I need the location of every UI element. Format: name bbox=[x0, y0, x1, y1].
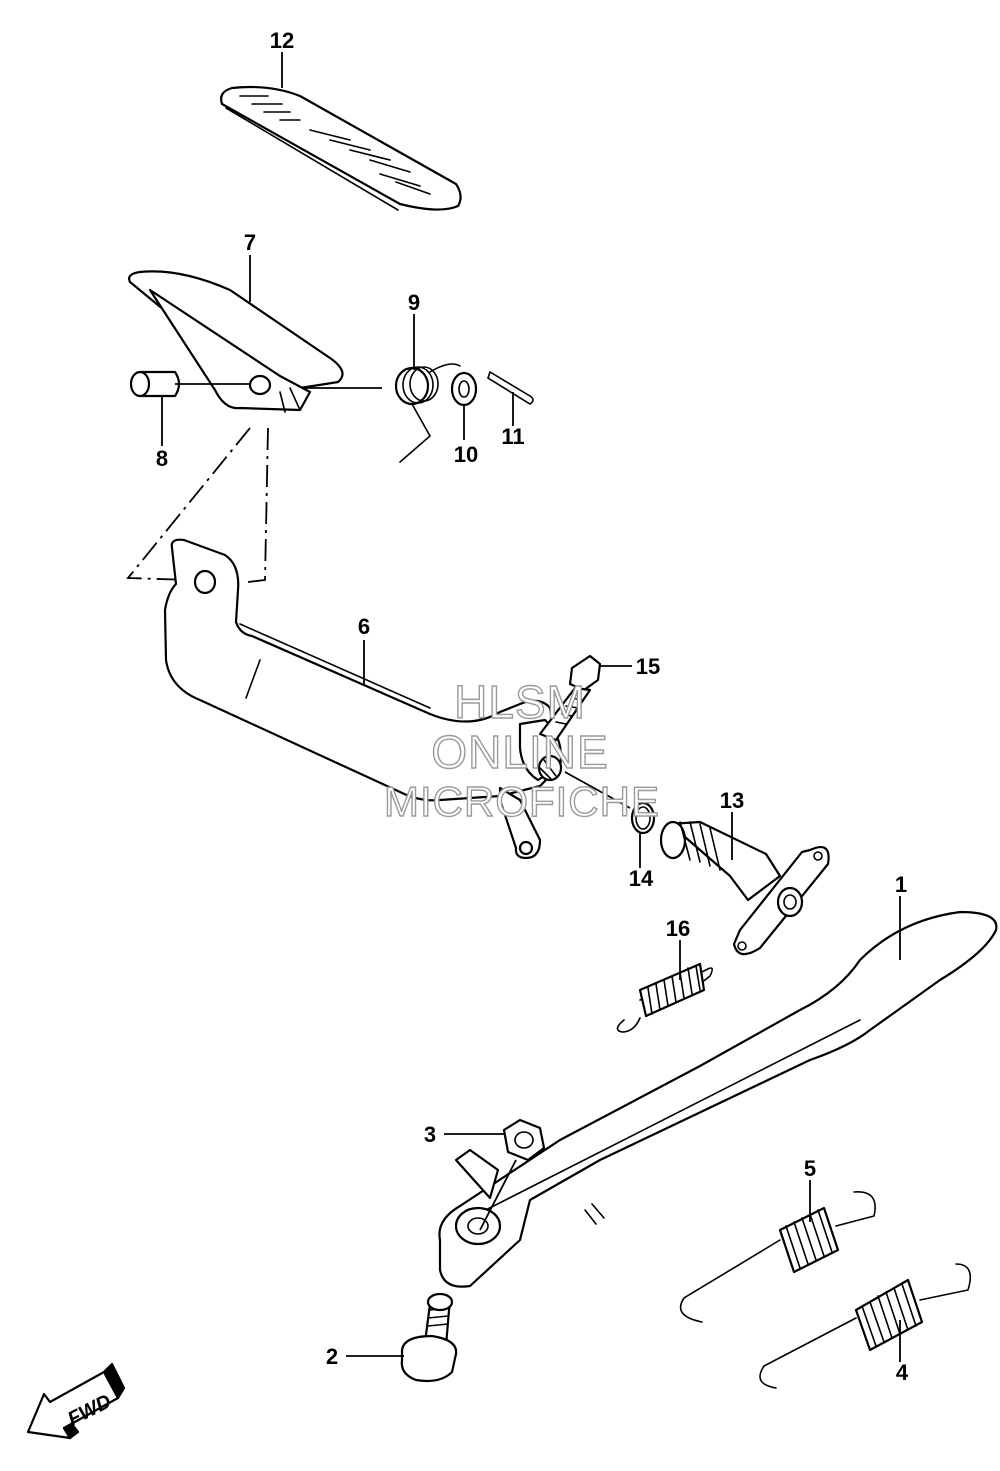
part-5-stand-spring[interactable] bbox=[679, 1191, 876, 1323]
part-11-cotter-pin[interactable] bbox=[487, 370, 534, 405]
part-2-pivot-bolt[interactable] bbox=[400, 1292, 458, 1383]
watermark-line2: ONLINE bbox=[431, 726, 608, 778]
part-13-shaft[interactable] bbox=[659, 820, 830, 956]
callout-7: 7 bbox=[244, 230, 256, 255]
part-6-brake-pedal[interactable] bbox=[163, 538, 563, 860]
watermark-line1: HLSM bbox=[454, 676, 586, 728]
callout-16: 16 bbox=[666, 916, 690, 941]
fwd-arrow-icon: FWD bbox=[26, 1362, 126, 1440]
callout-5: 5 bbox=[804, 1156, 816, 1181]
callout-4: 4 bbox=[896, 1360, 909, 1385]
callout-13: 13 bbox=[720, 788, 744, 813]
callout-11: 11 bbox=[501, 424, 524, 449]
callout-1: 1 bbox=[895, 872, 907, 897]
callout-3: 3 bbox=[424, 1122, 436, 1147]
assembly-line-a bbox=[126, 427, 251, 581]
callout-10: 10 bbox=[454, 442, 478, 467]
callout-8: 8 bbox=[156, 446, 168, 471]
part-4-stand-spring[interactable] bbox=[759, 1263, 972, 1389]
watermark-line3: MICROFICHE bbox=[384, 778, 660, 825]
part-8-pin[interactable] bbox=[129, 370, 181, 398]
part-12-rubber-pad[interactable] bbox=[220, 85, 462, 211]
part-10-washer[interactable] bbox=[450, 371, 478, 407]
callout-9: 9 bbox=[408, 290, 420, 315]
leader-3 bbox=[444, 1133, 517, 1231]
callout-2: 2 bbox=[326, 1344, 338, 1369]
part-1-side-stand[interactable] bbox=[438, 910, 998, 1288]
part-15-bolt[interactable] bbox=[538, 654, 602, 742]
part-7-pedal-pad[interactable] bbox=[128, 270, 344, 413]
part-3-nut[interactable] bbox=[502, 1118, 546, 1162]
leader-14 bbox=[564, 771, 641, 868]
part-14-oring[interactable] bbox=[630, 801, 656, 835]
leader-8 bbox=[161, 383, 250, 446]
part-16-spring[interactable] bbox=[616, 962, 714, 1033]
callout-6: 6 bbox=[358, 614, 370, 639]
assembly-line-b bbox=[247, 427, 269, 583]
callout-12: 12 bbox=[270, 28, 294, 53]
callout-14: 14 bbox=[629, 866, 654, 891]
callout-15: 15 bbox=[636, 654, 660, 679]
part-9-spring[interactable] bbox=[394, 363, 461, 463]
